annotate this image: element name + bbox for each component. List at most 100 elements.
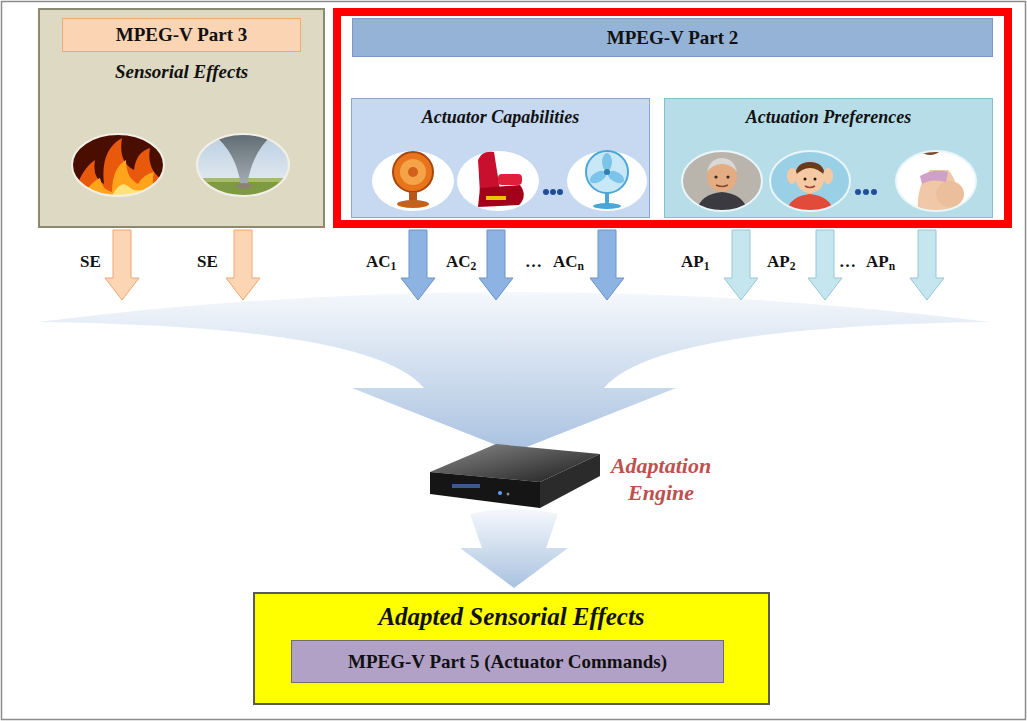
set-top-box (498, 491, 502, 495)
panel-title: Actuator Capabilities (352, 107, 649, 128)
set-top-box (430, 444, 600, 508)
standard-panel: MPEG-V Part 3 Sensorial Effects (38, 8, 325, 228)
fire-picture (70, 132, 166, 200)
subscript: 2 (471, 260, 477, 273)
chair-picture (457, 151, 539, 211)
tornado-picture (210, 132, 276, 186)
more-dots (543, 189, 549, 195)
fire-picture (70, 132, 166, 200)
heater-picture (400, 159, 426, 185)
input-arrows (479, 230, 513, 300)
tornado-picture (195, 132, 291, 200)
picture-rim (896, 151, 976, 211)
set-top-box (540, 454, 600, 508)
more-dots (550, 189, 556, 195)
fan-picture (604, 169, 610, 175)
output-box: Adapted Sensorial EffectsMPEG-V Part 5 (… (253, 592, 770, 705)
part-heading: MPEG-V Part 2 (352, 18, 993, 57)
picture-rim (72, 134, 164, 196)
man-picture (680, 150, 764, 212)
woman-picture (894, 150, 978, 212)
heater-picture (408, 167, 418, 177)
picture-rim (770, 151, 850, 211)
subscript: 2 (790, 260, 796, 273)
input-arrows (724, 230, 758, 300)
fan-picture (593, 203, 621, 209)
input-arrows (808, 230, 842, 300)
tornado-picture (195, 132, 291, 200)
fan-picture (567, 151, 647, 211)
arrow-label: … (839, 252, 856, 272)
woman-picture (936, 181, 964, 207)
child-picture (795, 162, 825, 176)
arrow-label: AP1 (681, 252, 709, 273)
engine-label: Adaptation Engine (600, 452, 722, 506)
man-picture (714, 175, 717, 178)
box-label: MPEG-V Part 5 (Actuator Commands) (292, 641, 723, 682)
arrow-label: APn (866, 252, 895, 273)
box-title: Adapted Sensorial Effects (255, 603, 768, 631)
man-picture (726, 175, 729, 178)
arrow-label: AC2 (446, 252, 476, 273)
more-dots (863, 189, 869, 195)
heater-picture (372, 151, 454, 211)
more-dots (855, 189, 861, 195)
subscript: 1 (391, 260, 397, 273)
set-top-box (452, 484, 480, 488)
chair-picture (457, 151, 539, 211)
merge-arrow (38, 292, 990, 452)
chair-picture (486, 196, 506, 200)
tornado-picture (236, 183, 252, 189)
arrow-label: … (525, 252, 542, 272)
panel-title: Actuation Preferences (665, 107, 992, 128)
part-heading: MPEG-V Part 3 (62, 18, 301, 52)
panel-title: Sensorial Effects (40, 61, 323, 83)
child-picture (805, 186, 815, 188)
fan-picture (586, 151, 628, 193)
heater-picture (372, 151, 454, 211)
heater-picture (397, 200, 429, 208)
man-picture (716, 185, 728, 187)
fire-picture (80, 160, 160, 200)
set-top-box (430, 472, 540, 508)
picture-rim (197, 134, 289, 196)
woman-picture (920, 171, 948, 184)
picture-rim (682, 151, 762, 211)
child-picture (814, 178, 817, 181)
input-arrows (105, 230, 139, 300)
arrow-label: ACn (553, 252, 584, 273)
woman-picture (894, 150, 978, 212)
subscript: n (578, 260, 584, 273)
chair-picture (478, 185, 524, 207)
child-picture (804, 178, 807, 181)
heater-picture (393, 152, 433, 192)
input-arrows (401, 230, 435, 300)
arrow-label: AP2 (767, 252, 795, 273)
subscript: 1 (704, 260, 710, 273)
man-picture (696, 192, 748, 212)
fire-picture (72, 138, 166, 200)
child-picture (768, 150, 852, 212)
input-arrows (105, 230, 944, 300)
arrow-label: SE (80, 252, 101, 272)
fan-picture (602, 153, 612, 171)
chair-picture (498, 174, 522, 185)
input-arrows (910, 230, 944, 300)
arrow-label: AC1 (366, 252, 396, 273)
input-arrows (590, 230, 624, 300)
output-arrow (460, 509, 568, 588)
fan-picture (567, 151, 647, 211)
child-picture (787, 168, 797, 184)
man-picture (680, 150, 764, 212)
input-arrows (226, 230, 260, 300)
command-box: MPEG-V Part 5 (Actuator Commands) (291, 640, 724, 683)
subscript: n (889, 260, 895, 273)
man-picture (707, 158, 737, 172)
more-dots (557, 189, 563, 195)
set-top-box (507, 493, 510, 496)
child-picture (768, 150, 852, 212)
more-dots (871, 189, 877, 195)
arrow-label: SE (197, 252, 218, 272)
